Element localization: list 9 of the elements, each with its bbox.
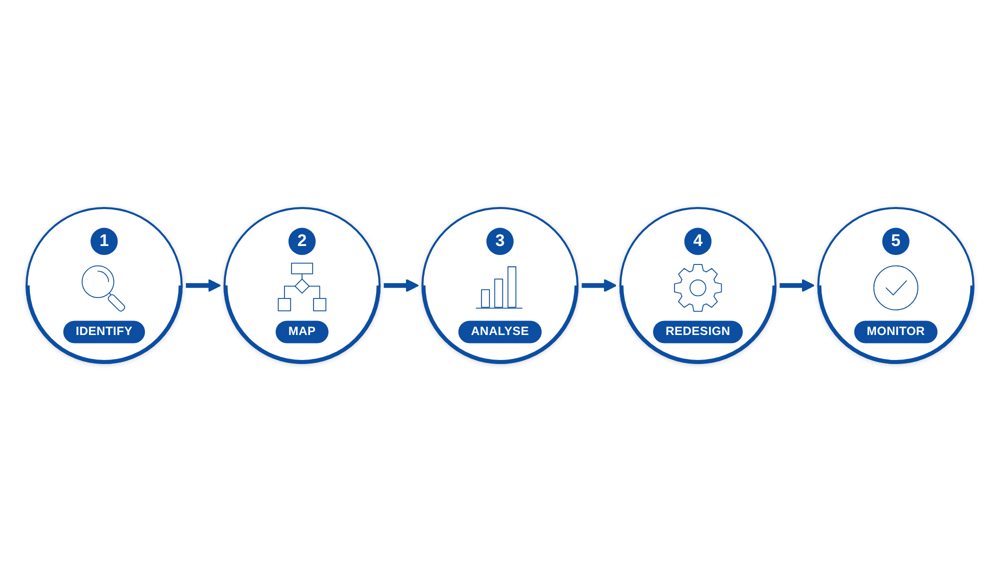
arrow: [384, 278, 419, 292]
step-label: IDENTIFY: [62, 320, 146, 344]
step-label: ANALYSE: [458, 320, 542, 344]
arrow: [186, 278, 221, 292]
step-label: MAP: [276, 320, 329, 344]
step-label: REDESIGN: [652, 320, 744, 344]
arrow: [780, 278, 815, 292]
step-label: MONITOR: [854, 320, 938, 344]
arrow: [582, 278, 617, 292]
